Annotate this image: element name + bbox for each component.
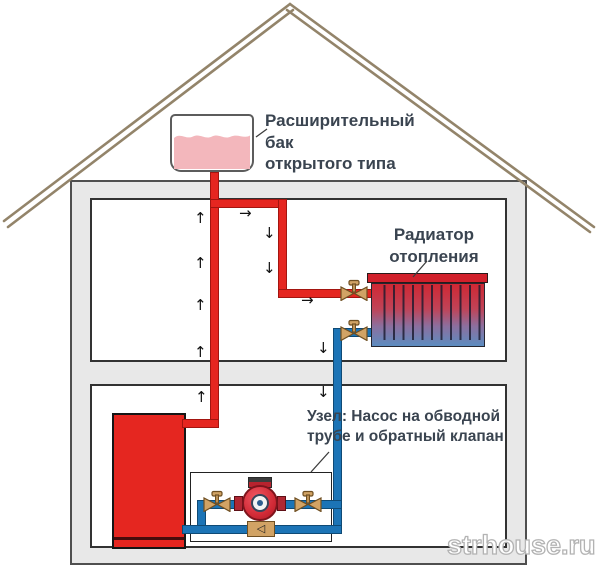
flow-down-arrow: ↓ [263, 259, 276, 277]
check-valve-arrow-icon: ◁ [256, 522, 266, 535]
flow-right-arrow: → [301, 291, 314, 309]
radiator [371, 283, 485, 347]
flow-up-arrow: ↑ [194, 209, 207, 227]
radiator-return-valve-icon [340, 319, 368, 341]
radiator-label-line2: отопления [389, 246, 479, 266]
radiator-top-bar [367, 273, 488, 283]
boiler-outlet-pipe [182, 419, 219, 428]
pump-node-label-line1: Узел: Насос на обводной [307, 408, 501, 425]
flow-down-arrow: ↓ [317, 383, 330, 401]
flow-up-arrow: ↑ [195, 388, 208, 406]
pump-right-flange [277, 496, 286, 511]
flow-up-arrow: ↑ [194, 296, 207, 314]
expansion-tank-label-line2: открытого типа [265, 154, 396, 174]
expansion-tank-label-line1: Расширительный бак [265, 111, 415, 152]
flow-up-arrow: ↑ [194, 343, 207, 361]
expansion-tank [170, 114, 254, 172]
expansion-tank-label: Расширительный бак открытого типа [265, 110, 445, 175]
radiator-label-line1: Радиатор [393, 225, 475, 244]
pump-left-valve-icon [203, 490, 231, 512]
supply-riser-pipe [210, 172, 219, 428]
pump-face-dot [257, 500, 263, 506]
boiler [112, 413, 186, 549]
pump-node-label: Узел: Насос на обводной трубе и обратный… [307, 407, 515, 447]
flow-right-arrow: → [239, 204, 252, 222]
check-valve-icon: ◁ [247, 521, 275, 537]
pump-right-valve-icon [294, 490, 322, 512]
boiler-base-stripe [114, 537, 184, 540]
flow-down-arrow: ↓ [317, 339, 330, 357]
radiator-label: Радиатор отопления [378, 224, 490, 267]
site-watermark: strhouse.ru [446, 530, 596, 560]
tank-liquid [174, 135, 250, 169]
flow-up-arrow: ↑ [194, 254, 207, 272]
supply-branch-down-pipe [278, 199, 287, 298]
pump-node-label-line2: трубе и обратный клапан [307, 428, 504, 446]
radiator-supply-valve-icon [340, 279, 368, 301]
flow-down-arrow: ↓ [263, 224, 276, 242]
